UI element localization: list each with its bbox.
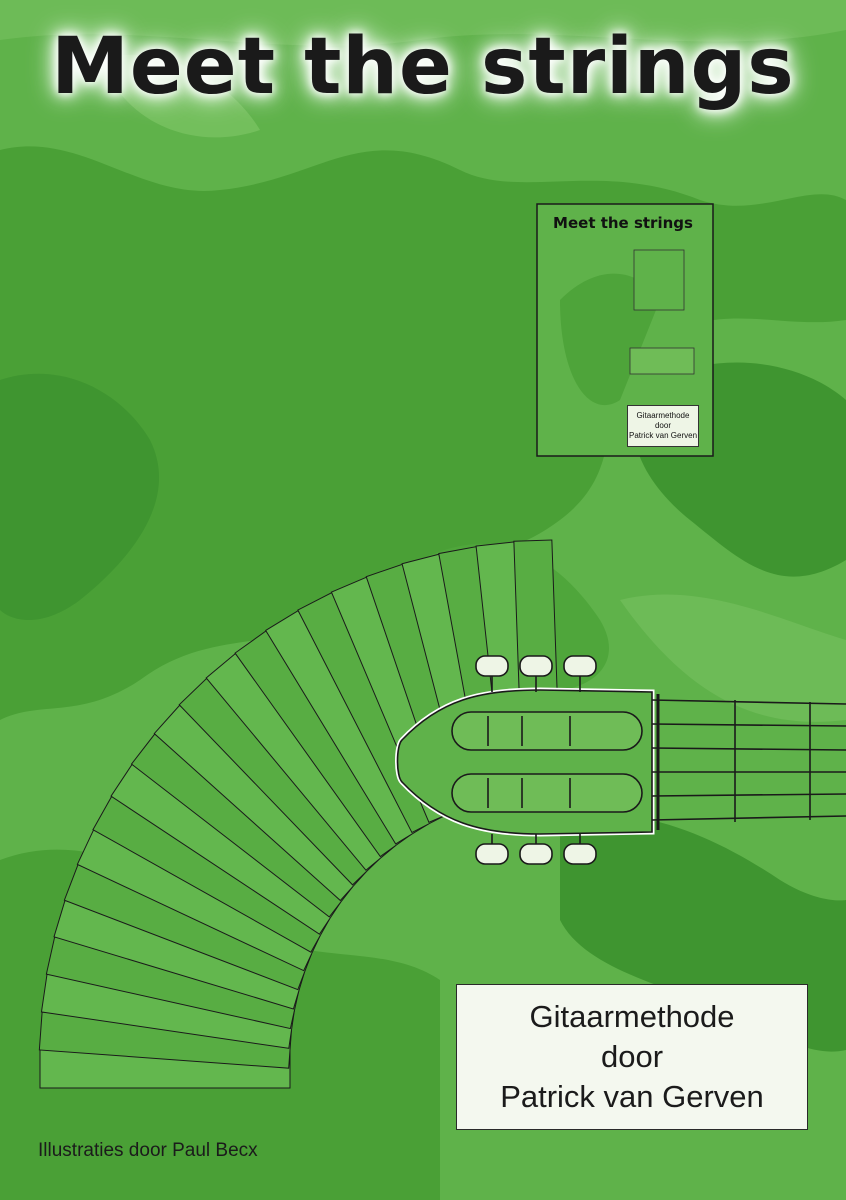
cover-title: Meet the strings [51, 22, 795, 112]
mini-cover-method-box: Gitaarmethode door Patrick van Gerven [627, 405, 699, 447]
illustrator-credit: Illustraties door Paul Becx [38, 1140, 258, 1161]
mini-method-line-2: door [654, 421, 671, 430]
method-line-2: door [600, 1039, 664, 1074]
mini-method-line-1: Gitaarmethode [636, 411, 690, 420]
mini-cover-title: Meet the strings [553, 214, 693, 232]
mini-method-line-3: Patrick van Gerven [628, 431, 698, 440]
method-line-1: Gitaarmethode [529, 999, 735, 1034]
method-line-3: Patrick van Gerven [500, 1079, 764, 1114]
guitar-headstock-illustration [395, 655, 846, 865]
method-author-box: Gitaarmethode door Patrick van Gerven [456, 984, 808, 1130]
